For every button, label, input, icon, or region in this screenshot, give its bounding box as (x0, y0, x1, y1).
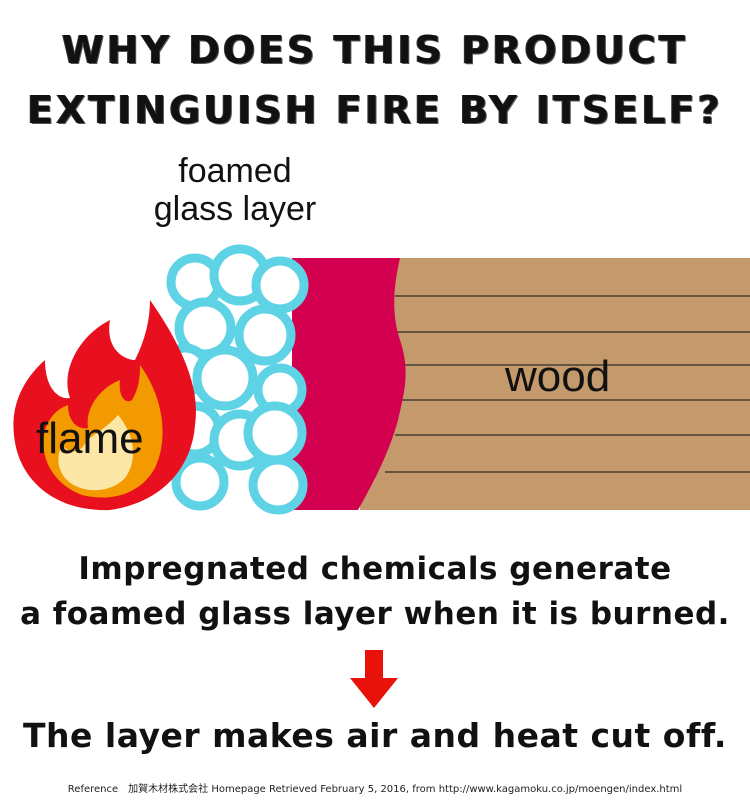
foamed-glass-bubbles (158, 244, 309, 515)
foamed-glass-label: foamed glass layer (150, 154, 320, 230)
wood-grain-lines (385, 295, 750, 473)
wood-label: wood (505, 352, 611, 401)
conclusion-text: The layer makes air and heat cut off. (23, 716, 727, 755)
description-line-2: a foamed glass layer when it is burned. (20, 596, 730, 632)
charred-layer (292, 258, 406, 510)
title-line-1: Why does this product (62, 28, 688, 72)
reference-citation: Reference 加賀木材株式会社 Homepage Retrieved Fe… (67, 784, 683, 795)
down-arrow-icon (350, 650, 398, 708)
bubble (251, 256, 309, 314)
bubble (234, 304, 296, 366)
flame-label: flame (36, 414, 144, 463)
bubble (171, 453, 229, 511)
wood-block (360, 258, 750, 510)
description-line-1: Impregnated chemicals generate (78, 551, 672, 587)
bubble (192, 345, 258, 411)
foamed-glass-label-line-2: glass layer (153, 190, 317, 228)
bubble (243, 401, 307, 465)
flame-icon (13, 300, 196, 511)
bubble (248, 455, 308, 515)
foamed-glass-label-line-1: foamed (178, 152, 292, 190)
fire-barrier-illustration (13, 244, 750, 515)
title-line-2: extinguish fire by itself? (27, 88, 723, 132)
